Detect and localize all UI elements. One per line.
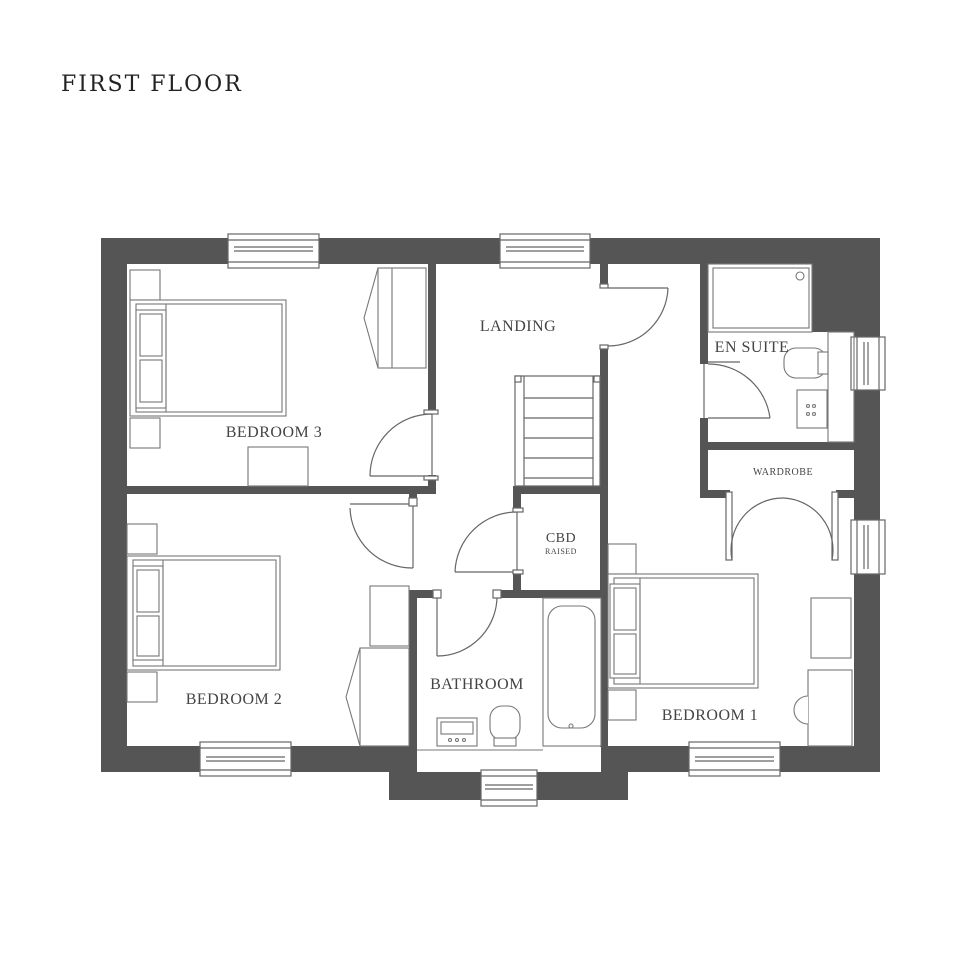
sink: [436, 717, 478, 747]
bathroom-fixtures: [417, 597, 602, 751]
desk: [369, 585, 410, 647]
window-bedroom-3: [227, 233, 320, 269]
label-bedroom-1: BEDROOM 1: [662, 707, 759, 724]
staircase: [514, 375, 601, 487]
desk: [810, 597, 852, 659]
label-bedroom-2: BEDROOM 2: [186, 691, 283, 708]
window-bedroom-1: [688, 741, 781, 777]
bedroom-1-furniture: [607, 543, 853, 747]
label-en-suite: EN SUITE: [715, 339, 790, 356]
bed: [129, 299, 287, 417]
door-wardrobe: [725, 491, 839, 561]
bedside-table: [126, 523, 158, 555]
shower-tray: [707, 263, 813, 333]
bedside-table: [129, 417, 161, 449]
internal-walls: [127, 264, 854, 747]
toilet: [489, 705, 521, 747]
bedside-table: [607, 543, 637, 575]
window-bedroom-1-side: [850, 519, 886, 575]
window-landing: [499, 233, 591, 269]
bed: [607, 573, 759, 689]
door-bathroom: [432, 589, 502, 657]
bedside-table: [129, 269, 161, 301]
window-bathroom: [480, 769, 538, 807]
windows: [199, 233, 886, 807]
bedside-table: [126, 671, 158, 703]
label-wardrobe: WARDROBE: [753, 467, 813, 478]
wardrobe-unit: [345, 647, 410, 747]
door-bedroom-2: [349, 497, 418, 569]
window-bedroom-2: [199, 741, 292, 777]
doors: [349, 283, 839, 657]
basin: [796, 389, 828, 429]
label-bathroom: BATHROOM: [430, 676, 524, 693]
label-landing: LANDING: [480, 318, 556, 335]
bathtub: [542, 597, 602, 747]
door-landing-right: [599, 283, 669, 350]
door-cbd: [454, 507, 524, 575]
en-suite-fixtures: [707, 263, 855, 443]
window-en-suite: [850, 336, 886, 391]
label-bedroom-3: BEDROOM 3: [226, 424, 323, 441]
label-cbd: CBD: [546, 531, 576, 546]
toilet: [783, 347, 829, 379]
bedroom-3-furniture: [129, 267, 427, 487]
wardrobe-unit: [363, 267, 427, 369]
desk: [247, 446, 309, 487]
bedroom-2-furniture: [126, 523, 410, 747]
dressing-table: [793, 669, 853, 747]
bed: [126, 555, 281, 671]
bedside-table: [607, 689, 637, 721]
plan-title: FIRST FLOOR: [61, 72, 243, 97]
door-en-suite: [703, 361, 771, 419]
label-cbd-note: RAISED: [545, 547, 577, 556]
door-bedroom-3: [369, 409, 439, 481]
